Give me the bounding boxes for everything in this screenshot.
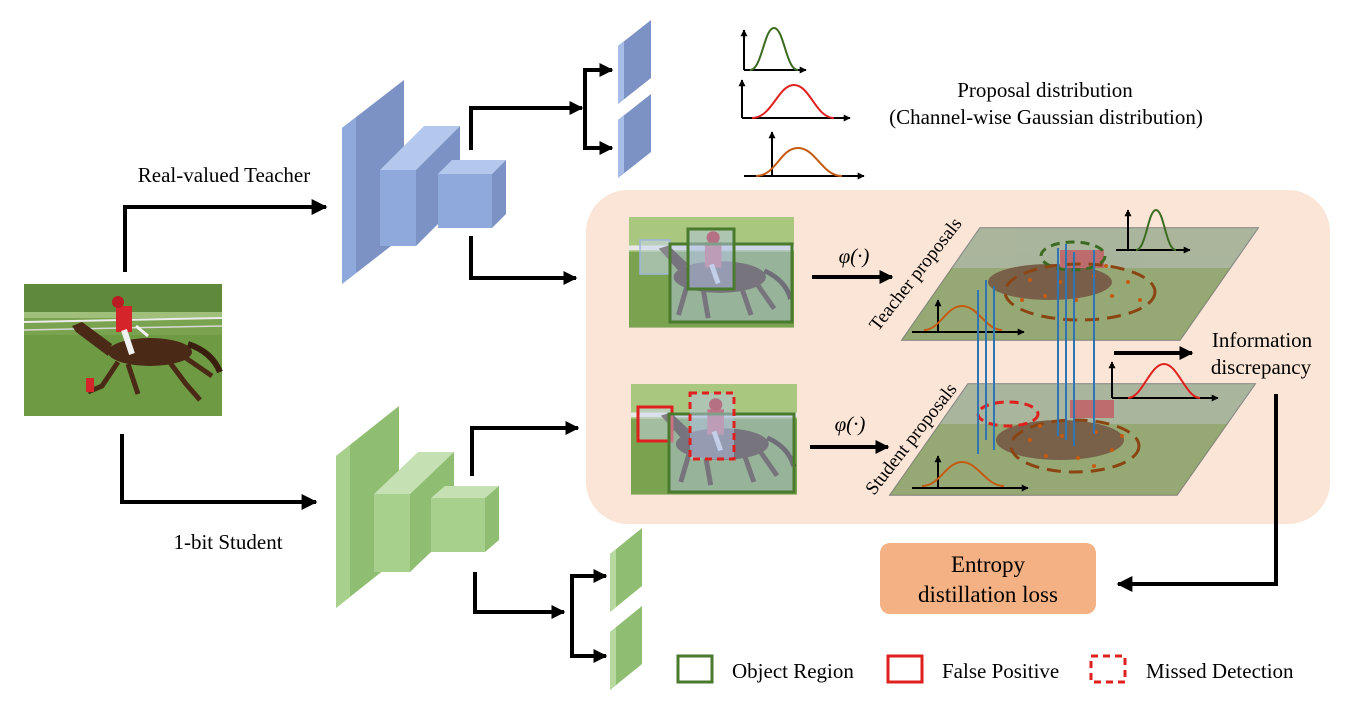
teacher-head-arrow (469, 101, 584, 150)
legend-swatch-false-positive (886, 654, 924, 684)
legend-swatch-object-region (676, 654, 714, 684)
teacher-proposal-image (629, 217, 794, 328)
input-image (23, 284, 223, 416)
info-discrepancy-line2: discrepancy (1211, 355, 1312, 379)
student-network (336, 406, 499, 608)
entropy-loss-box (880, 543, 1096, 614)
teacher-block-3 (438, 160, 506, 228)
legend-label-false-positive: False Positive (942, 659, 1059, 683)
legend-label-object-region: Object Region (732, 659, 854, 683)
teacher-panel-arrow (469, 236, 578, 285)
student-label: 1-bit Student (173, 530, 282, 554)
legend-swatch-missed-detection (1089, 654, 1127, 684)
legend-label-missed-detection: Missed Detection (1146, 659, 1294, 683)
phi-bottom-label: φ(·) (835, 412, 866, 436)
teacher-head-1 (618, 20, 651, 104)
student-block-3 (431, 486, 499, 552)
gaussian-plot-orange (744, 131, 865, 180)
teacher-head-2 (618, 94, 651, 178)
loss-arrow (1116, 394, 1278, 592)
info-discrepancy-line1: Information (1212, 328, 1313, 352)
student-head-1 (610, 528, 642, 612)
gaussian-plot-green (740, 26, 807, 74)
proposal-subtitle: (Channel-wise Gaussian distribution) (889, 105, 1203, 129)
teacher-plane-gaussian-orange (912, 299, 1025, 336)
teacher-proposal-plane (900, 208, 1260, 341)
correspondence-lines (977, 244, 1095, 454)
proposal-distributions (738, 26, 865, 180)
student-input-arrow (120, 434, 318, 510)
teacher-label: Real-valued Teacher (138, 163, 310, 187)
proposal-title: Proposal distribution (957, 78, 1133, 102)
loss-line1: Entropy (951, 552, 1026, 577)
student-panel-arrow (470, 421, 580, 476)
student-plane-gaussian-orange (912, 455, 1029, 492)
student-head-2 (610, 606, 642, 690)
teacher-input-arrow (123, 199, 328, 272)
student-proposal-image (631, 384, 797, 495)
teacher-head-bracket (583, 68, 612, 150)
teacher-plane-gaussian-green (1116, 208, 1191, 254)
teacher-network (342, 80, 506, 284)
legend: Object Region False Positive Missed Dete… (676, 654, 1294, 684)
gaussian-plot-red (738, 79, 851, 122)
student-head-arrow (473, 572, 566, 619)
phi-top-label: φ(·) (839, 244, 870, 268)
loss-line2: distillation loss (918, 582, 1058, 607)
discrepancy-gaussian-red (1108, 361, 1219, 402)
